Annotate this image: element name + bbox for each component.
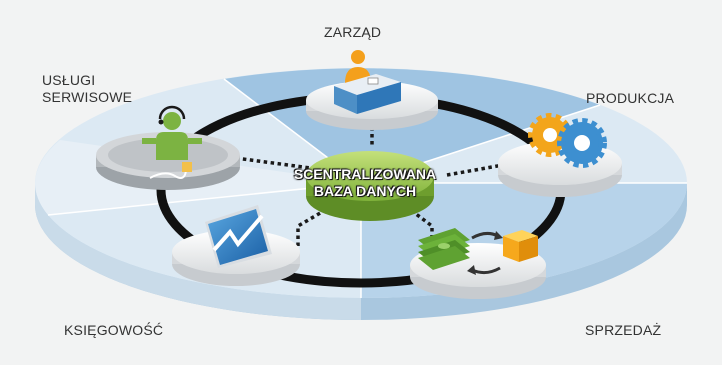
chart-screen-icon	[205, 205, 272, 268]
label-services: USŁUGI SERWISOWE	[42, 72, 132, 106]
label-sales: SPRZEDAŻ	[585, 322, 662, 338]
label-services-line1: USŁUGI	[42, 72, 96, 88]
label-accounting: KSIĘGOWOŚĆ	[64, 322, 164, 338]
central-database-label-line1: SCENTRALIZOWANA	[293, 166, 437, 182]
label-production: PRODUKCJA	[586, 90, 675, 106]
platform-services	[96, 132, 240, 190]
label-management: ZARZĄD	[324, 24, 382, 40]
central-database-label-line2: BAZA DANYCH	[313, 183, 417, 199]
central-database-label: SCENTRALIZOWANA BAZA DANYCH	[270, 166, 460, 200]
central-database-hub	[306, 151, 434, 221]
money-and-goods-exchange-icon	[418, 228, 538, 275]
manager-at-desk-icon	[334, 50, 401, 114]
support-agent-icon	[142, 105, 202, 179]
label-services-line2: SERWISOWE	[42, 89, 133, 105]
gears-icon	[528, 113, 607, 168]
